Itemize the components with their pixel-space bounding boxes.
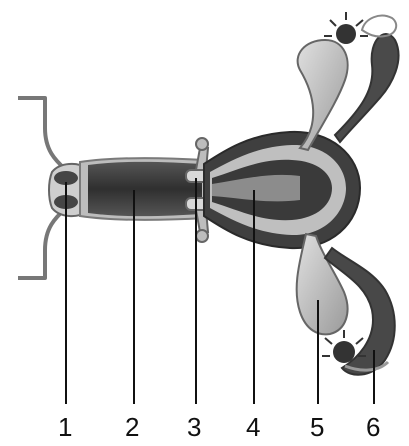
upper-ovary-tube <box>298 12 399 150</box>
label-5: 5 <box>310 412 324 443</box>
label-3: 3 <box>187 412 201 443</box>
structure-5-ovary <box>297 234 348 334</box>
structure-2-tube <box>80 158 205 220</box>
label-1: 1 <box>58 412 72 443</box>
label-4: 4 <box>246 412 260 443</box>
structure-4-body <box>204 132 360 248</box>
label-2: 2 <box>125 412 139 443</box>
label-6: 6 <box>366 412 380 443</box>
lower-ovary-tube <box>297 234 395 375</box>
